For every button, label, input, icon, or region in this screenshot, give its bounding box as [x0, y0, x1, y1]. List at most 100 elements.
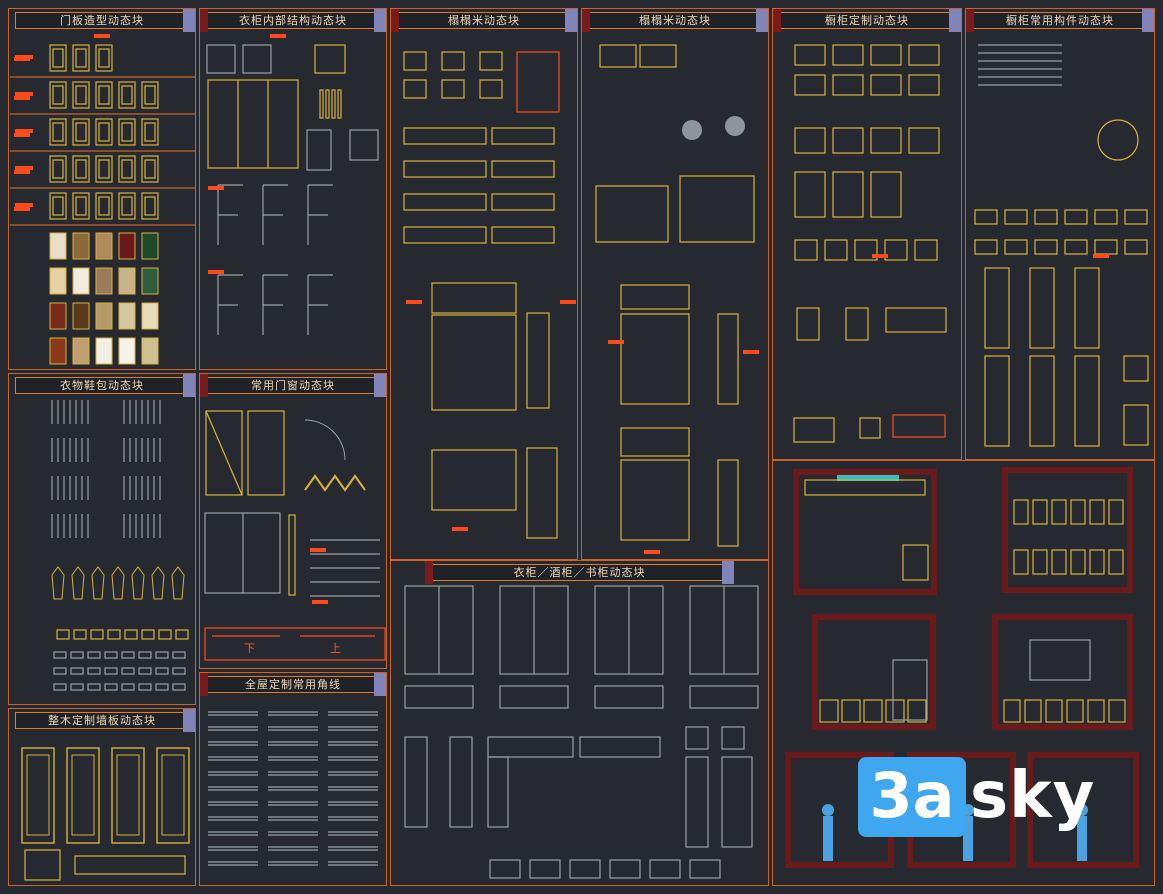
shoe-icon: [172, 651, 186, 659]
door-elevation: [247, 410, 285, 496]
person-figure-head: [822, 804, 834, 816]
countertop: [902, 544, 929, 581]
legend-box: [892, 414, 946, 438]
tall-unit: [721, 756, 753, 848]
door-panel-inset: [144, 85, 156, 105]
wall-panel-inset: [161, 754, 185, 836]
hob-block: [974, 209, 998, 225]
dimension-marker: [208, 270, 224, 274]
door-panel-block: [141, 155, 159, 183]
shoe-icon: [87, 683, 101, 691]
sink-highlight: [837, 475, 899, 481]
shoe-icon: [155, 683, 169, 691]
side-panel: [404, 736, 428, 828]
door-panel-inset: [98, 122, 110, 142]
panel-tatami-blocks-2: 榻榻米动态块: [581, 8, 769, 560]
door-panel-block: [72, 118, 90, 146]
countertop-block: [832, 127, 864, 154]
l-cabinet-plan: [487, 736, 574, 758]
kitchen-cabinet-block: [832, 44, 864, 66]
tatami-wardrobe: [431, 314, 517, 411]
kitchen-cabinet-block: [870, 171, 902, 218]
panel-title: 衣物鞋包动态块: [15, 374, 195, 397]
base-cabinet: [1013, 549, 1029, 575]
shoe-icon: [70, 683, 84, 691]
block: [721, 726, 745, 750]
wall-panel-inset: [116, 754, 140, 836]
material-swatch: [72, 232, 90, 260]
door-panel-block: [118, 81, 136, 109]
shoe-icon: [172, 683, 186, 691]
shoe-icon: [155, 667, 169, 675]
door-panel-block: [95, 118, 113, 146]
cabinet-top: [620, 284, 690, 310]
door-panel-block: [95, 155, 113, 183]
tatami-base: [403, 193, 487, 211]
rod: [319, 89, 324, 119]
cornice-block: [74, 855, 186, 875]
material-swatch: [49, 267, 67, 295]
door-panel-block: [49, 44, 67, 72]
garment-icon: [111, 566, 125, 600]
base-grille: [529, 859, 561, 879]
garment-icon: [151, 566, 165, 600]
tatami-base: [403, 127, 487, 145]
shoe-icon: [70, 651, 84, 659]
panel-title: 全屋定制常用角线: [200, 673, 386, 696]
garment-icon: [51, 566, 65, 600]
door-panel-inset: [144, 159, 156, 179]
door-panel-inset: [144, 196, 156, 216]
legend-box: [516, 51, 560, 113]
fridge-block: [1123, 404, 1149, 446]
person-figure-body: [963, 816, 973, 861]
dimension-marker: [560, 300, 576, 304]
tatami-upper: [431, 282, 517, 314]
shoe-icon: [121, 651, 135, 659]
door-panel-block: [72, 44, 90, 72]
tatami-base: [403, 160, 487, 178]
kitchen-cabinet-block: [908, 44, 940, 66]
door-panel-block: [141, 81, 159, 109]
bag-icon: [124, 629, 138, 640]
door-panel-inset: [52, 122, 64, 142]
dimension-marker: [94, 34, 110, 38]
sink-block: [1004, 239, 1028, 255]
countertop-block: [870, 127, 902, 154]
dimension-marker: [452, 527, 468, 531]
base-cabinet: [793, 417, 835, 443]
door-panel-inset: [144, 122, 156, 142]
arrow-box: [204, 627, 386, 661]
sink-block: [1124, 239, 1148, 255]
tall-unit: [1074, 355, 1100, 447]
panel-title: 门板造型动态块: [15, 9, 195, 32]
dimension-marker: [872, 254, 888, 258]
material-swatch: [118, 232, 136, 260]
dimension-marker: [1093, 254, 1109, 258]
base-cabinet: [885, 699, 905, 723]
rod: [325, 89, 330, 119]
drawer-grille: [404, 685, 474, 709]
window: [1029, 639, 1091, 681]
wall-cabinet: [1108, 499, 1124, 525]
tall-unit: [685, 756, 709, 848]
person-silhouette: [725, 116, 745, 136]
base-grille: [569, 859, 601, 879]
block: [685, 726, 709, 750]
block: [599, 44, 637, 68]
bag-icon: [107, 629, 121, 640]
sink-block: [1034, 239, 1058, 255]
kitchen-cabinet-block: [870, 74, 902, 96]
door-panel-inset: [121, 85, 133, 105]
side-panel: [449, 736, 473, 828]
shoe-icon: [53, 683, 67, 691]
material-swatch: [141, 337, 159, 365]
door-panel-block: [72, 155, 90, 183]
shoe-icon: [87, 651, 101, 659]
panel-door-panel-blocks: 门板造型动态块: [8, 8, 196, 370]
shoe-icon: [121, 667, 135, 675]
3asky-watermark: 3a sky: [858, 757, 1133, 837]
kitchen-cabinet-block: [832, 74, 864, 96]
appliance-block: [914, 239, 938, 261]
